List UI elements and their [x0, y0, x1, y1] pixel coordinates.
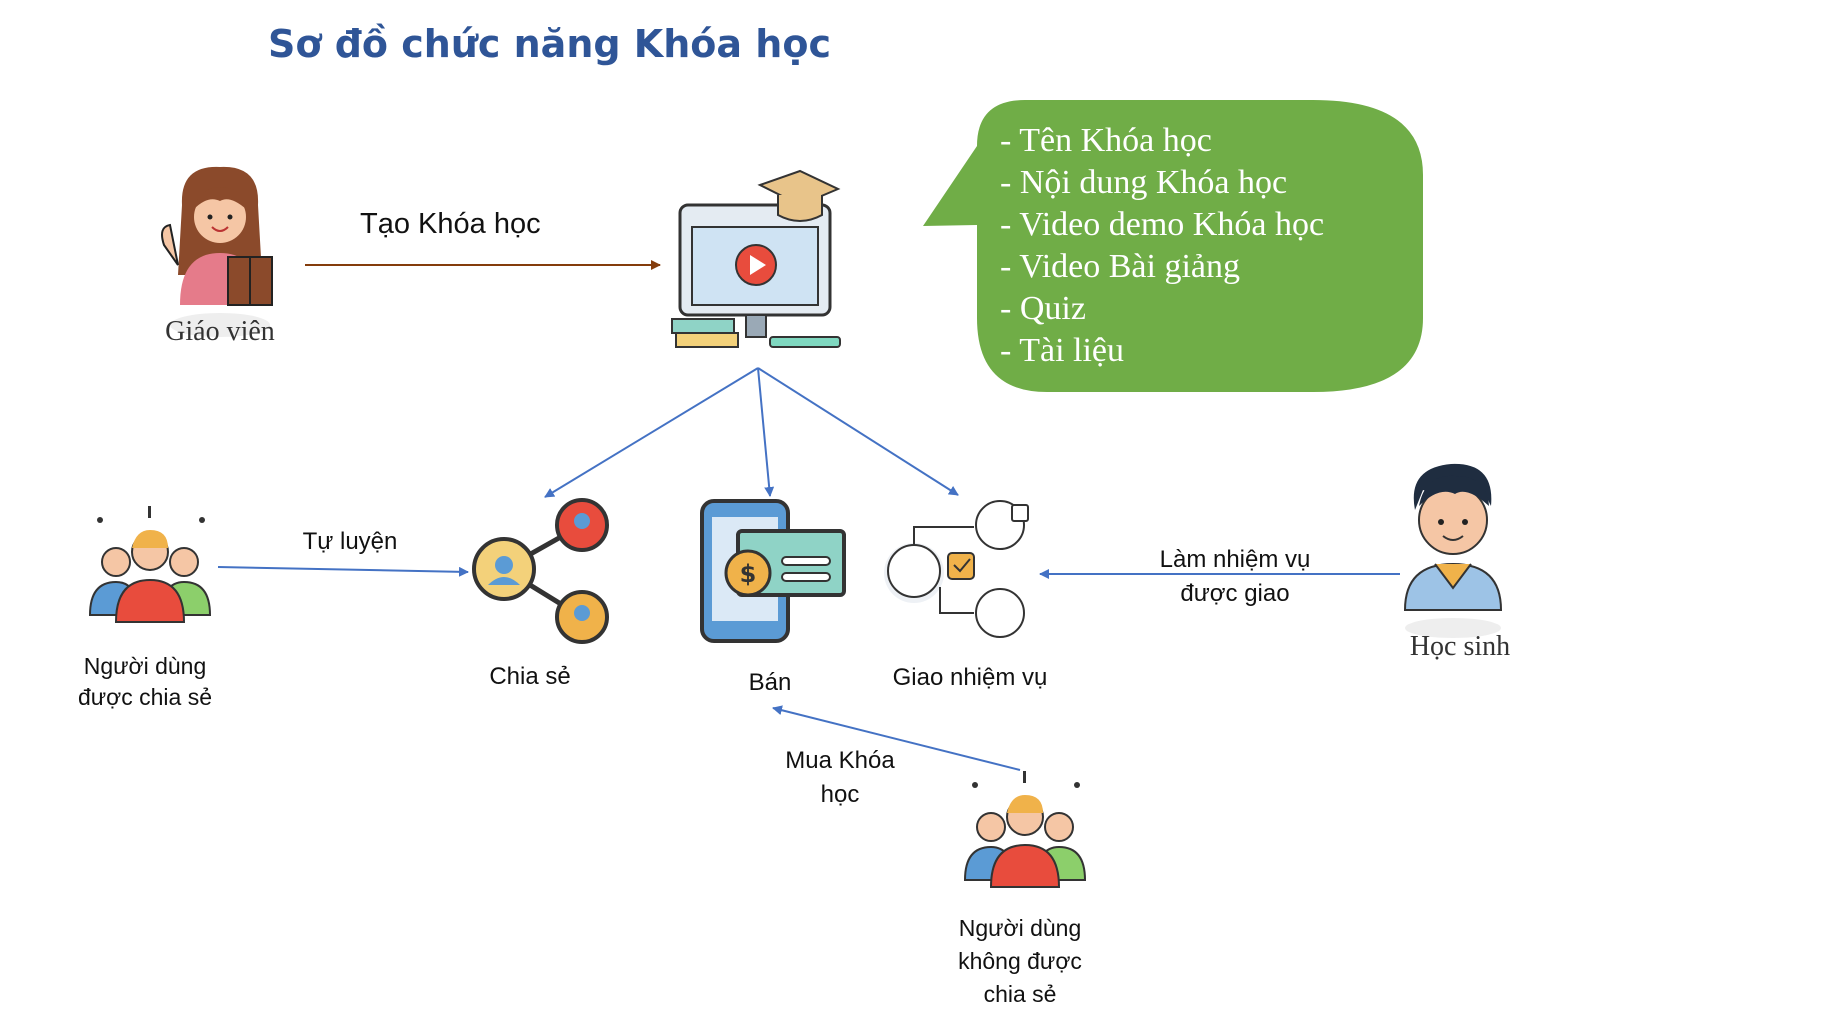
bubble-item: - Nội dung Khóa học: [1000, 164, 1288, 201]
page-title: Sơ đồ chức năng Khóa học: [268, 22, 831, 66]
unshared-users-icon: [963, 771, 1087, 888]
course-computer-icon: [671, 169, 841, 348]
bubble-item: - Quiz: [1000, 290, 1086, 327]
student-icon: [1403, 463, 1503, 638]
teacher-label: Giáo viên: [165, 316, 275, 347]
course-content-list: - Tên Khóa học - Nội dung Khóa học - Vid…: [1000, 120, 1324, 372]
shared-users-line: Người dùng: [83, 653, 207, 679]
arrow-to-assign: [757, 367, 959, 496]
arrow-self-practice: [217, 566, 469, 577]
buy-course-label: Mua Khóa học: [760, 744, 920, 812]
assign-task-icon: [884, 500, 1029, 638]
unshared-users-line: Người dùng: [958, 915, 1082, 941]
student-label: Học sinh: [1409, 631, 1511, 662]
course-content-bubble: [923, 100, 1423, 392]
shared-users-label: Người dùng được chia sẻ: [60, 651, 230, 713]
self-practice-label: Tự luyện: [302, 528, 398, 555]
sell-label: Bán: [748, 669, 792, 696]
shared-users-icon: [88, 506, 212, 623]
unshared-users-line: chia sẻ: [983, 981, 1057, 1007]
do-tasks-line: được giao: [1180, 580, 1290, 607]
create-course-label: Tạo Khóa học: [360, 208, 541, 240]
svg-text:$: $: [740, 560, 757, 588]
share-label: Chia sẻ: [489, 663, 571, 690]
bubble-item: - Video demo Khóa học: [1000, 206, 1325, 243]
teacher-icon: [161, 166, 273, 337]
unshared-users-line: không được: [958, 948, 1082, 974]
arrow-to-share: [544, 367, 759, 498]
bubble-item: - Tài liệu: [1000, 332, 1124, 369]
share-icon: [472, 498, 609, 644]
buy-course-line: học: [820, 781, 860, 808]
bubble-item: - Tên Khóa học: [1000, 122, 1212, 159]
unshared-users-label: Người dùng không được chia sẻ: [935, 912, 1105, 1011]
buy-course-line: Mua Khóa: [785, 747, 895, 774]
assign-task-label: Giao nhiệm vụ: [892, 664, 1048, 691]
arrow-to-sell: [757, 367, 775, 497]
sell-icon: $: [700, 499, 846, 643]
do-tasks-line: Làm nhiệm vụ: [1159, 546, 1311, 573]
shared-users-line: được chia sẻ: [77, 684, 213, 710]
do-tasks-label: Làm nhiệm vụ được giao: [1135, 543, 1335, 611]
bubble-item: - Video Bài giảng: [1000, 248, 1241, 285]
arrow-buy-course: [772, 705, 1021, 771]
